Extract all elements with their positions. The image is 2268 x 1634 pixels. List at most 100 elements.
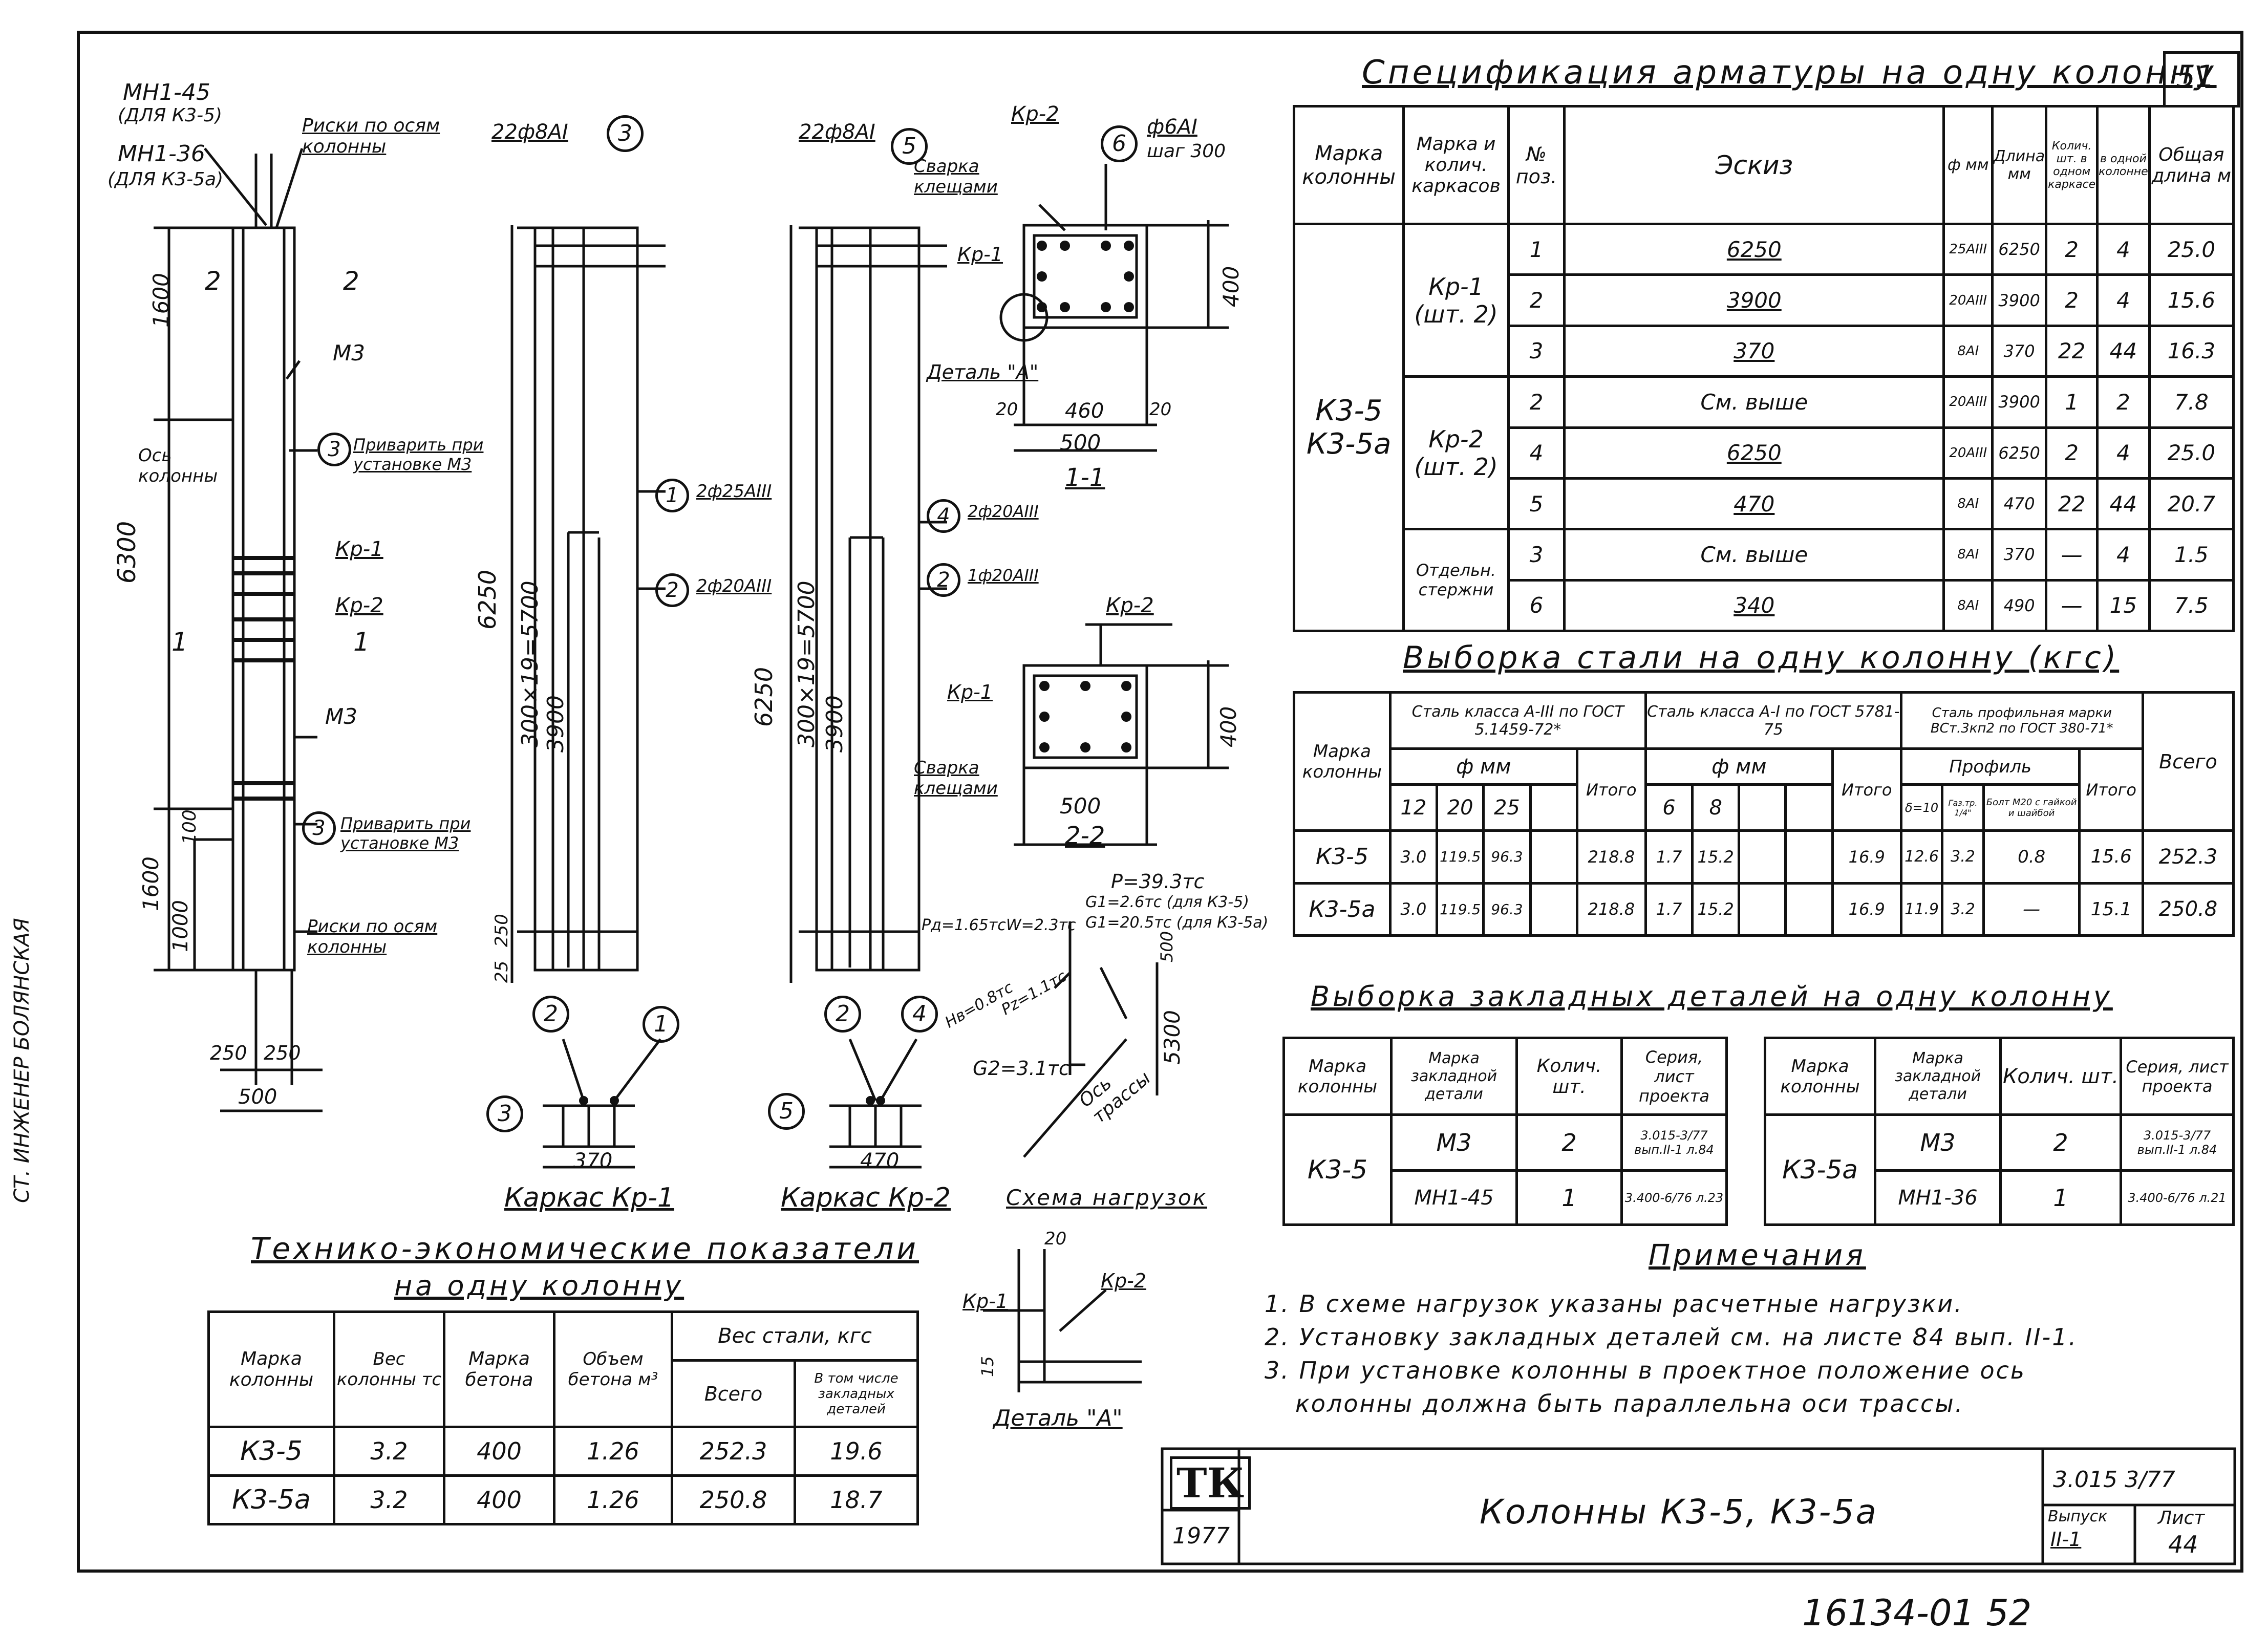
load-dim-5300: 5300 (1160, 1010, 1185, 1065)
steel-cell-empty (1784, 829, 1834, 885)
steel-cell: 0.8 (1982, 829, 2081, 885)
spec-cell: 8АI (1942, 324, 1994, 378)
tep-h-all: Всего (671, 1359, 796, 1428)
steel-cell: 16.9 (1831, 829, 1902, 885)
steel-cell-empty (1529, 829, 1578, 885)
spec-cell: 22 (2045, 477, 2099, 531)
spec-sketch: См. выше (1563, 528, 1945, 582)
spec-cell: 4 (1507, 426, 1566, 480)
kr2-label: Кр-2 (335, 594, 383, 617)
spec-cell: 370 (1991, 324, 2048, 378)
emb-cell: М3 (1390, 1113, 1518, 1172)
steel-table: Марка колонны Сталь класса А-III по ГОСТ… (1293, 691, 2235, 937)
steel-cell: 250.8 (2141, 881, 2235, 937)
emb-cell: МН1-36 (1874, 1169, 2002, 1226)
spec-cell: 4 (2096, 273, 2151, 327)
load-scheme-caption: Схема нагрузок (1006, 1185, 1207, 1210)
emb-h-series: Серия, лист проекта (2120, 1037, 2235, 1116)
steel-cell: 15.2 (1691, 829, 1741, 885)
spec-cell: 3 (1507, 324, 1566, 378)
dim-250b: 250 (264, 1042, 301, 1064)
note-3-cont: колонны должна быть параллельна оси трас… (1295, 1390, 1964, 1417)
spec-sketch: 6250 (1563, 222, 1945, 276)
emb-marka: К3-5а (1764, 1113, 1876, 1226)
steel-sub: 6 (1644, 783, 1694, 832)
stirrup-bar: ф6АI (1147, 115, 1197, 139)
steel-cell: 1.7 (1644, 829, 1694, 885)
steel-cell: — (1982, 881, 2081, 937)
m3-top-label: М3 (333, 340, 365, 365)
tep-cell: 252.3 (671, 1426, 796, 1477)
dim-250-frame1: 250 (491, 914, 512, 947)
spec-sketch: 340 (1563, 578, 1945, 633)
spec-cell: 22 (2045, 324, 2099, 378)
circle-3-bot: 3 (302, 811, 336, 845)
spec-cell: 15.6 (2148, 273, 2235, 327)
spec-cell: 2 (2045, 222, 2099, 276)
circle-2-cage1: 2 (532, 996, 569, 1033)
circle-1-cage1: 1 (643, 1006, 679, 1043)
tep-cell: 19.6 (794, 1426, 919, 1477)
embed-label-mn136: МН1-36 (118, 141, 205, 167)
spec-group-kr2: Кр-2 (шт. 2) (1402, 375, 1510, 531)
dim-1000: 1000 (169, 900, 192, 952)
stamp-code: 3.015 3/77 (2053, 1467, 2175, 1493)
tep-cell: К3-5а (207, 1474, 335, 1525)
risks-bottom-label: Риски по осям колонны (307, 916, 438, 957)
sec11-dim-460: 460 (1065, 399, 1104, 423)
dim-500: 500 (238, 1085, 277, 1109)
sec11-weld: Сварка клещами (914, 156, 998, 197)
detail-dim-15: 15 (978, 1356, 997, 1377)
steel-cell-empty (1738, 829, 1787, 885)
steel-cell: 218.8 (1575, 829, 1647, 885)
steel-cell: 119.5 (1435, 829, 1485, 885)
emb-h-marka: Марка колонны (1764, 1037, 1876, 1116)
sec22-kr1: Кр-1 (947, 681, 993, 703)
section-1-1-caption: 1-1 (1065, 463, 1105, 492)
steel-h-fmm-a3: ф мм (1388, 747, 1578, 786)
tep-h-embedded: В том числе закладных деталей (794, 1359, 919, 1428)
stamp-year: 1977 (1172, 1523, 1230, 1549)
spec-h-sketch: Эскиз (1563, 105, 1945, 225)
section-2-2-caption: 2-2 (1065, 822, 1105, 850)
section-1-left: 1 (172, 627, 188, 657)
bar-2f20: 2ф20АIII (696, 576, 772, 596)
spec-cell: 20.7 (2148, 477, 2235, 531)
spec-h-pos: № поз. (1507, 105, 1566, 225)
spec-cell: 2 (1507, 375, 1566, 429)
tep-h-volume: Объем бетона м³ (553, 1310, 673, 1428)
steel-marka: К3-5а (1293, 881, 1392, 937)
stamp-issue: II-1 (2050, 1528, 2082, 1551)
spec-cell: 25АIII (1942, 222, 1994, 276)
spec-h-total: Общая длина м (2148, 105, 2235, 225)
stamp-logo: ТК (1170, 1456, 1251, 1510)
emb-cell: 3.015-3/77 вып.II-1 л.84 (2120, 1113, 2235, 1172)
steel-sub: Болт М20 с гайкой и шайбой (1982, 783, 2081, 832)
kr1-label: Кр-1 (335, 538, 383, 561)
tep-cell: 3.2 (333, 1426, 445, 1477)
steel-cell-empty (1738, 881, 1787, 937)
spec-cell: — (2045, 528, 2099, 582)
sec22-kr2: Кр-2 (1106, 594, 1154, 617)
spec-group-kr1: Кр-1 (шт. 2) (1402, 222, 1510, 378)
section-1-right: 1 (353, 627, 370, 657)
frame2-bar: 22ф8АI (799, 120, 875, 144)
circle-4-cage2: 4 (901, 996, 938, 1033)
load-g1-k35a: G1=20.5тс (для К3-5а) (1085, 914, 1269, 932)
spec-cell: 25.0 (2148, 426, 2235, 480)
spec-sketch: 3900 (1563, 273, 1945, 327)
circle-2-frame2: 2 (927, 563, 960, 597)
bar-2f20-b: 2ф20АIII (968, 502, 1039, 521)
frame1-bar: 22ф8АI (491, 120, 568, 144)
spec-cell: 8АI (1942, 578, 1994, 633)
sec11-kr2: Кр-2 (1011, 102, 1059, 126)
stamp-name: Колонны К3-5, К3-5а (1480, 1492, 1878, 1532)
dim-25-frame1: 25 (491, 960, 512, 983)
circle-3-cage1: 3 (486, 1095, 523, 1132)
steel-cell: 12.6 (1899, 829, 1944, 885)
load-pa: Рд=1.65тс (922, 916, 1006, 934)
sec11-dim-20b: 20 (1149, 399, 1172, 420)
sec11-kr1: Кр-1 (957, 243, 1003, 266)
drawing-frame (77, 31, 2243, 1573)
dim-6300: 6300 (113, 521, 141, 584)
